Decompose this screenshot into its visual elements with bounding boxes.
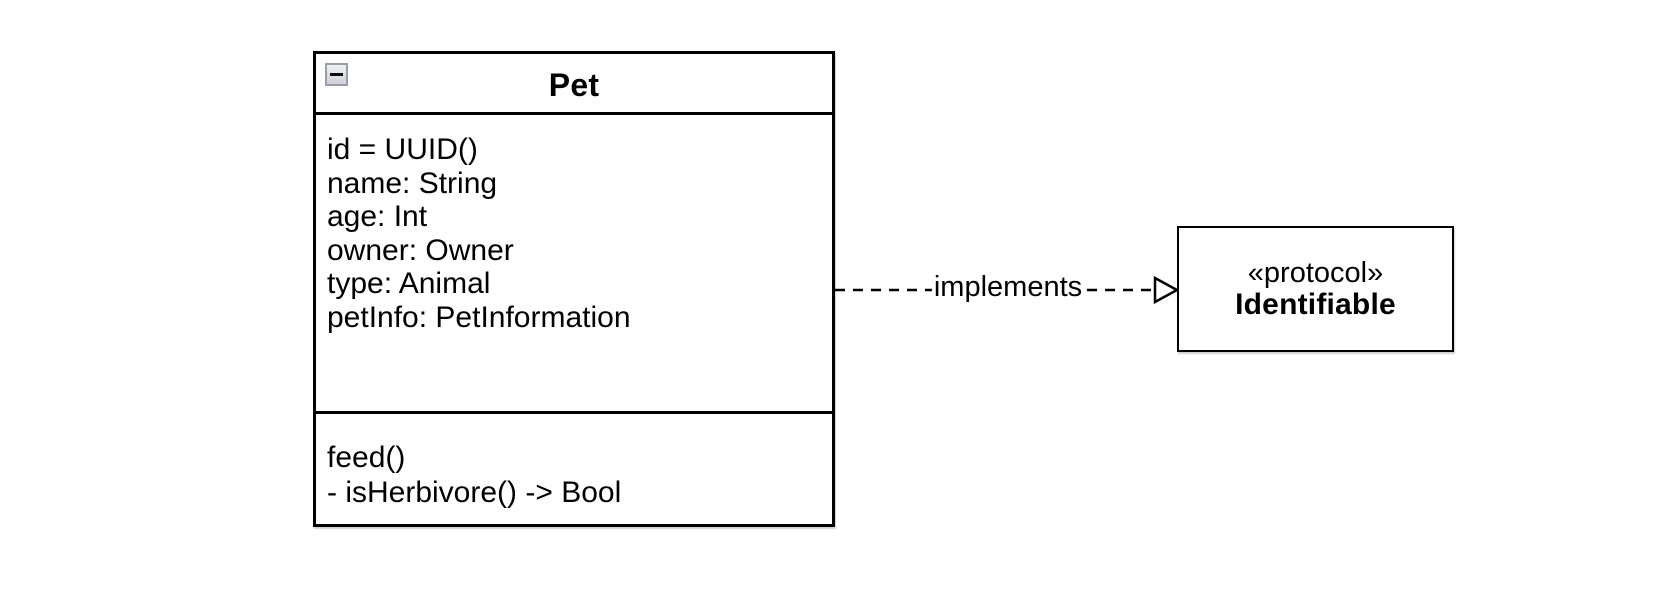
pet-class-methods-section: feed() - isHerbivore() -> Bool	[316, 414, 832, 524]
pet-class-box[interactable]: Pet id = UUID() name: String age: Int ow…	[313, 51, 835, 527]
method-line: - isHerbivore() -> Bool	[327, 476, 622, 509]
minus-icon	[330, 73, 343, 76]
attribute-line: age: Int	[327, 200, 428, 233]
attribute-line: type: Animal	[327, 267, 491, 300]
attribute-line: id = UUID()	[327, 133, 478, 166]
collapse-button[interactable]	[325, 63, 348, 86]
attribute-line: name: String	[327, 166, 498, 200]
implements-connector[interactable]	[835, 268, 1181, 312]
pet-class-title: Pet	[548, 66, 600, 103]
method-line: feed()	[327, 441, 406, 474]
open-triangle-arrowhead-icon	[1153, 275, 1180, 305]
protocol-stereotype: «protocol»	[1247, 257, 1384, 289]
pet-class-header: Pet	[316, 54, 832, 115]
attribute-line: owner: Owner	[327, 233, 514, 267]
protocol-name: Identifiable	[1235, 288, 1396, 321]
attribute-line: petInfo: PetInformation	[327, 300, 631, 334]
pet-class-attributes-section: id = UUID() name: String age: Int owner:…	[316, 115, 832, 414]
protocol-box[interactable]: «protocol» Identifiable	[1177, 226, 1454, 352]
implements-label: implements	[931, 271, 1085, 303]
